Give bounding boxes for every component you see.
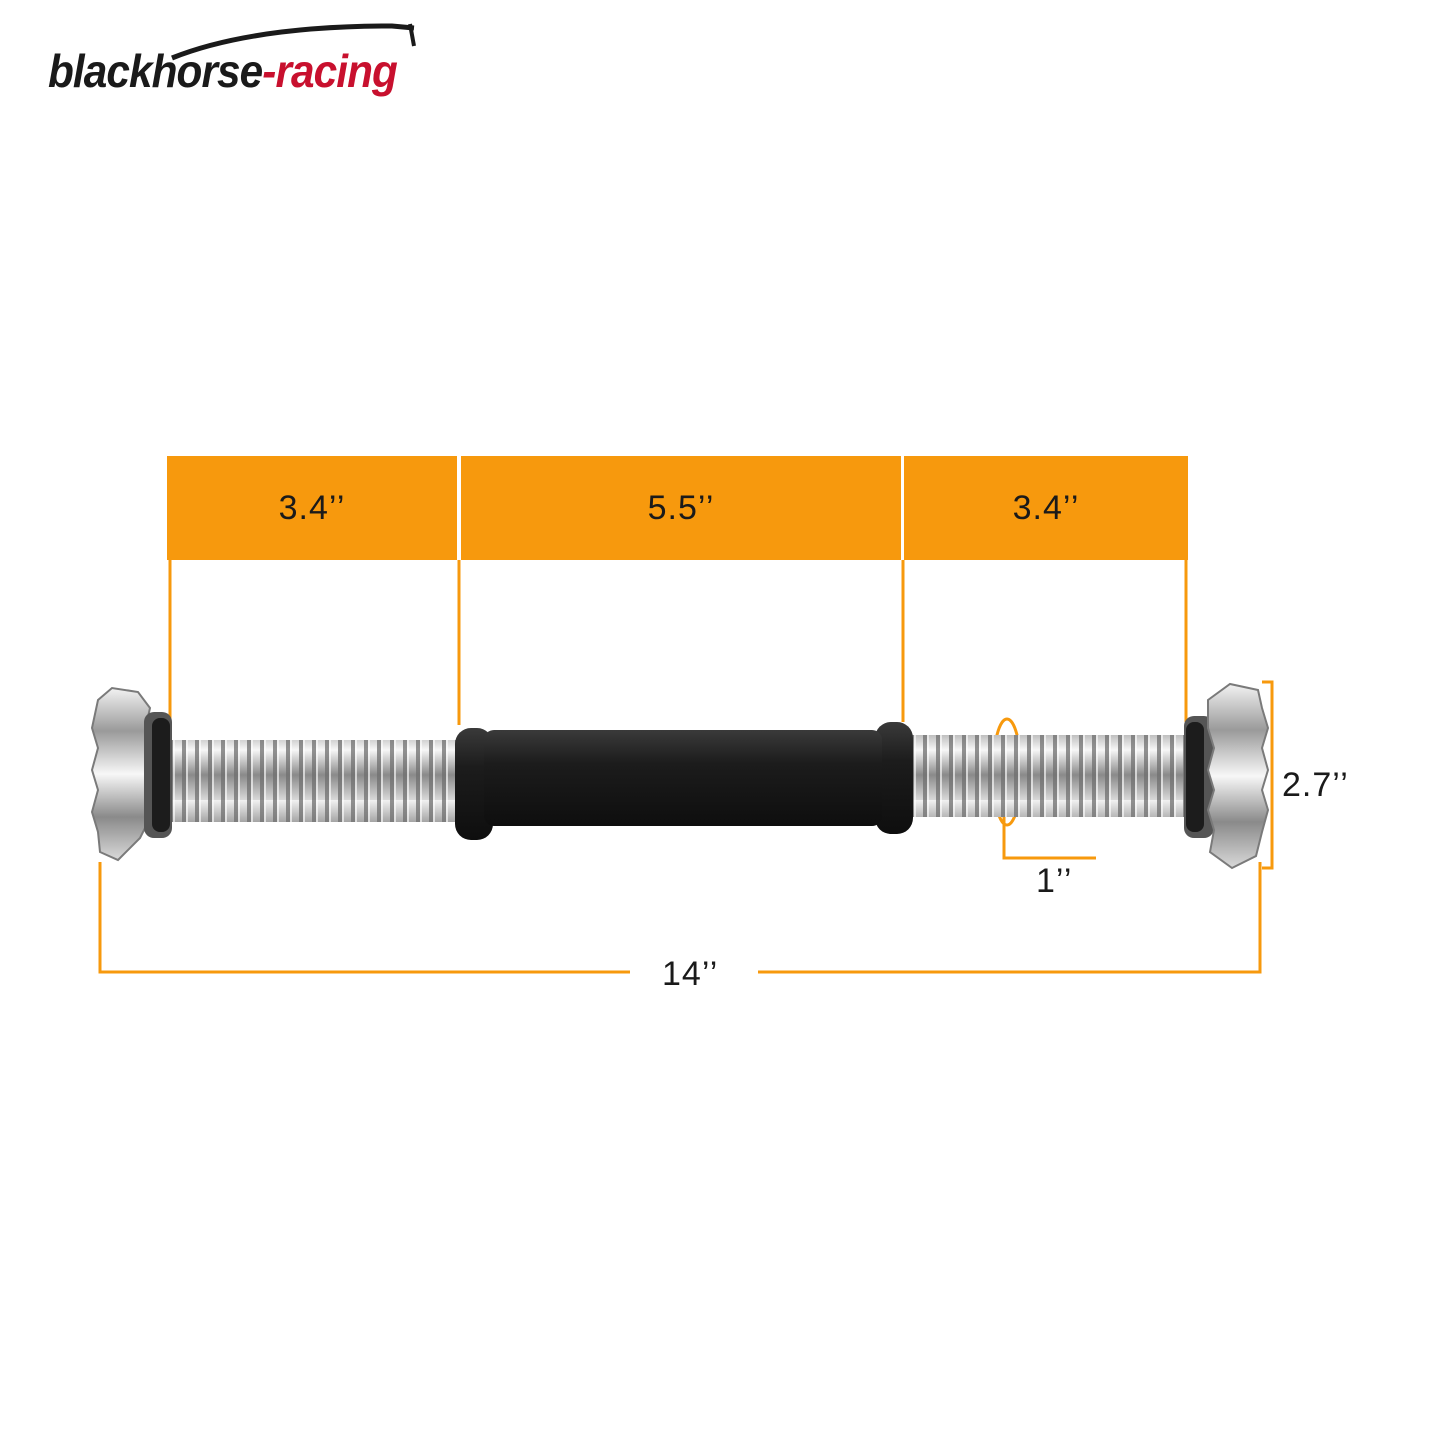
segment-middle-box: 5.5’’ xyxy=(461,456,901,560)
brand-part-2: -racing xyxy=(262,45,398,97)
brand-part-1: blackhorse xyxy=(48,45,263,97)
segment-left-box: 3.4’’ xyxy=(167,456,457,560)
logo-swoosh-icon xyxy=(171,23,416,61)
total-length-label: 14’’ xyxy=(662,955,719,993)
brand-name: blackhorse-racing xyxy=(48,44,398,98)
segment-right-box: 3.4’’ xyxy=(904,456,1188,560)
right-spinlock-collar-icon xyxy=(1184,682,1270,870)
height-label: 2.7’’ xyxy=(1282,766,1349,804)
segment-middle-label: 5.5’’ xyxy=(647,488,715,527)
rubber-grip-icon xyxy=(455,722,913,840)
brand-logo: blackhorse-racing xyxy=(22,12,452,102)
collar-width-label: 1’’ xyxy=(1036,862,1073,900)
right-threaded-sleeve xyxy=(900,735,1200,817)
left-threaded-sleeve xyxy=(150,740,466,822)
segment-right-label: 3.4’’ xyxy=(1012,488,1080,527)
segment-left-label: 3.4’’ xyxy=(278,488,346,527)
left-spinlock-collar-icon xyxy=(90,686,172,862)
